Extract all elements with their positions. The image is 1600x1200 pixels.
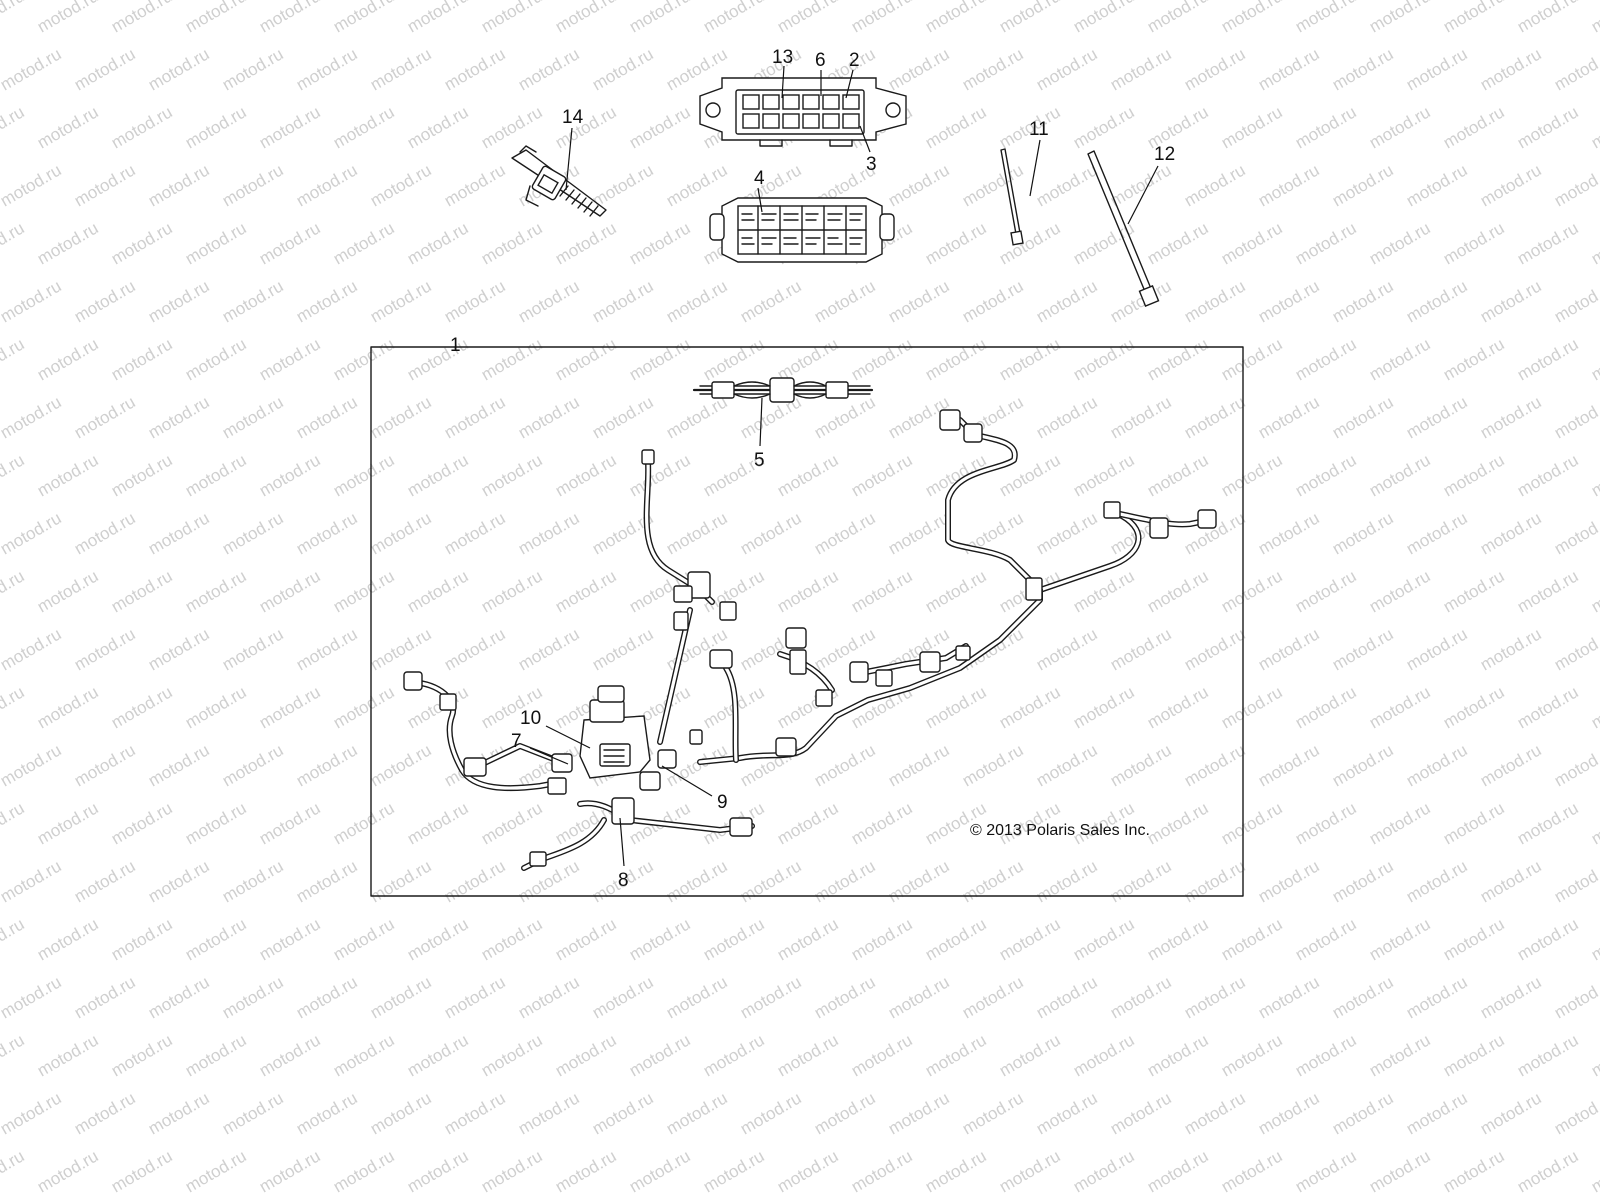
- callout-5: 5: [754, 450, 765, 471]
- part-5-jumper-harness[interactable]: [692, 377, 874, 403]
- callout-10: 10: [520, 708, 541, 729]
- part-14-cable-tie-mount[interactable]: [511, 145, 607, 217]
- callout-8: 8: [618, 870, 629, 891]
- callout-2: 2: [849, 50, 860, 71]
- callout-13: 13: [772, 47, 793, 68]
- part-fuse-block[interactable]: [699, 77, 907, 147]
- callout-9: 9: [717, 792, 728, 813]
- callout-4: 4: [754, 168, 765, 189]
- harness-frame: [370, 346, 1244, 897]
- part-4-fuse-cover[interactable]: [709, 197, 895, 263]
- callout-12: 12: [1154, 144, 1175, 165]
- part-11-cable-tie-small[interactable]: [1000, 148, 1024, 246]
- callout-1: 1: [450, 335, 461, 356]
- main-wiring-harness[interactable]: [403, 409, 1217, 871]
- callouts: 13 6 2 3 4 14 11 12 1 5 10 7 9 8: [450, 47, 1175, 891]
- callout-11: 11: [1029, 119, 1049, 140]
- copyright-notice: © 2013 Polaris Sales Inc.: [970, 822, 1150, 839]
- callout-6: 6: [815, 50, 826, 71]
- fuse-row-bottom: [742, 113, 860, 129]
- callout-7: 7: [511, 731, 522, 752]
- callout-14: 14: [562, 107, 584, 128]
- part-12-cable-tie-large[interactable]: [1087, 150, 1160, 307]
- callout-3: 3: [866, 154, 877, 175]
- fuse-row-top: [742, 94, 860, 110]
